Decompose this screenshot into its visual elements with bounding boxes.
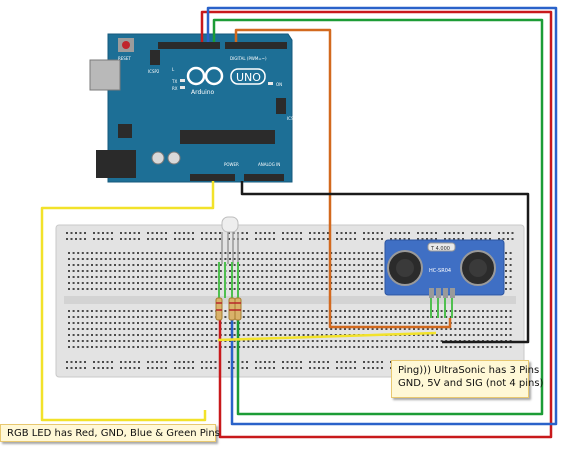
board-model: UNO (236, 71, 261, 84)
sensor-leads (430, 298, 453, 318)
crystal (427, 242, 456, 252)
digital-header: DIGITAL (PWM=~) (158, 42, 287, 61)
led-l-label: L (172, 67, 175, 72)
led-leads-green (218, 262, 239, 298)
resistors (215, 297, 242, 321)
icsp-label: ICSP (287, 116, 297, 121)
ultrasonic-note-line-2: GND, 5V and SIG (not 4 pins) (398, 378, 544, 389)
rgb-led-note: RGB LED has Red, GND, Blue & Green Pins (0, 424, 220, 442)
analog-label: ANALOG IN (258, 162, 280, 167)
usb-chip (118, 124, 132, 138)
board-brand: Arduino (191, 89, 215, 96)
power-header: POWER (190, 162, 239, 181)
wire-green (212, 18, 544, 416)
sensor-model-label: HC-SR04 (429, 268, 451, 274)
capacitor (167, 151, 181, 165)
capacitor (151, 151, 165, 165)
power-jack (96, 150, 136, 178)
crystal-label: T 4.000 (430, 246, 450, 252)
ultrasonic-sensor: T 4.000 HC-SR04 (384, 239, 505, 318)
icsp-header: ICSP (276, 98, 297, 121)
resistor (228, 297, 236, 321)
resistor (234, 297, 242, 321)
power-label: POWER (224, 162, 239, 167)
wire-blue (206, 6, 558, 426)
rgb-led (221, 216, 239, 264)
wire-red (200, 10, 553, 439)
sensor-pins (429, 288, 455, 298)
resistor (215, 297, 223, 321)
digital-label: DIGITAL (PWM=~) (230, 56, 267, 61)
wire-yellow-signal (217, 331, 437, 342)
ultrasonic-note: Ping))) UltraSonic has 3 Pins GND, 5V an… (391, 360, 544, 398)
wire-black (240, 181, 530, 344)
icsp2-label: ICSP2 (148, 69, 160, 74)
led-rx-label: RX (172, 86, 178, 91)
arduino-uno-board: RESET ICSP2 DIGITAL (PWM=~) UNO Arduino … (89, 33, 297, 183)
wire-orange (234, 28, 452, 329)
analog-header: ANALOG IN (244, 162, 284, 181)
usb-port (89, 59, 121, 91)
reset-label: RESET (118, 56, 131, 61)
rgb-led-note-text: RGB LED has Red, GND, Blue & Green Pins (7, 428, 220, 439)
icsp2-header: ICSP2 (148, 50, 160, 74)
atmega-chip (180, 130, 275, 144)
led-tx-label: TX (171, 79, 177, 84)
on-led-label: ON (276, 82, 282, 87)
wire-yellow-power (40, 181, 215, 422)
wires (40, 6, 558, 439)
ultrasonic-note-line-1: Ping))) UltraSonic has 3 Pins (398, 365, 540, 376)
arduino-logo: UNO Arduino (186, 66, 266, 96)
